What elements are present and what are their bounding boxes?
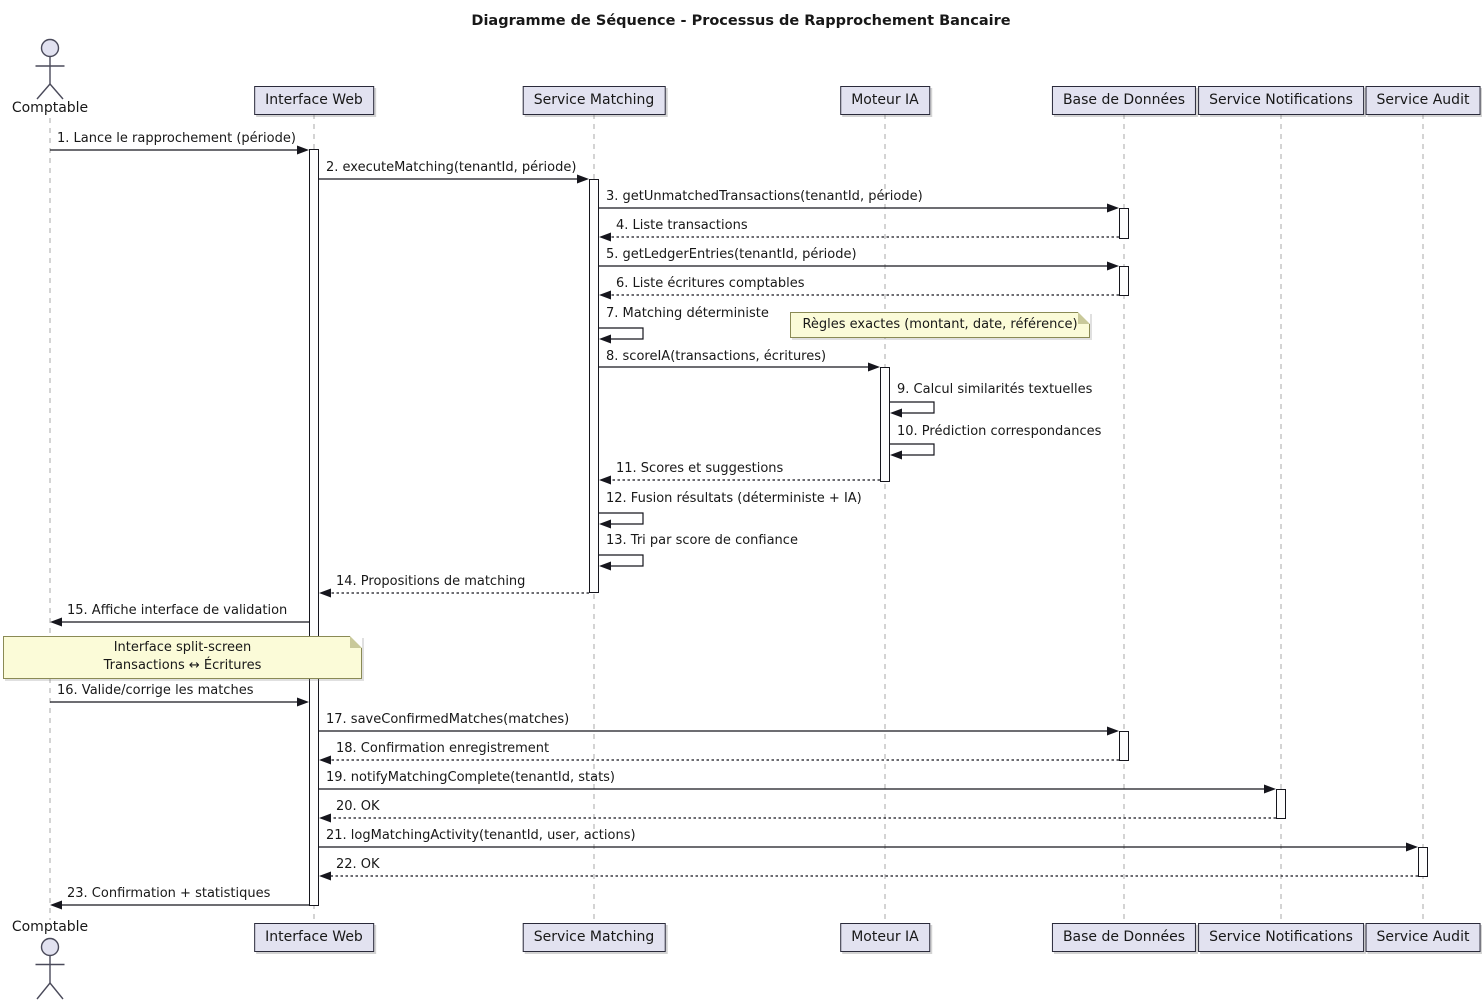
- lifelines: [50, 114, 1423, 923]
- message-14-arrow: [319, 589, 589, 598]
- message-6-arrow: [599, 291, 1119, 300]
- message-20-arrow: [319, 814, 1276, 823]
- message-9-label: 9. Calcul similarités textuelles: [897, 382, 1092, 397]
- message-16-arrow: [50, 698, 309, 707]
- message-5-arrow: [599, 262, 1119, 271]
- message-19-arrow: [319, 785, 1276, 794]
- message-22-arrow: [319, 872, 1418, 881]
- activation-notifications: [1277, 790, 1286, 819]
- message-11-arrow: [599, 476, 880, 485]
- activation-service-matching: [590, 180, 599, 593]
- message-18-arrow: [319, 756, 1119, 765]
- note-line: Règles exactes (montant, date, référence…: [799, 316, 1081, 333]
- activation-db-1: [1120, 209, 1129, 239]
- message-5-label: 5. getLedgerEntries(tenantId, période): [606, 247, 857, 262]
- message-7-label: 7. Matching déterministe: [606, 306, 769, 321]
- message-12-self-arrow: [599, 513, 643, 529]
- message-11-label: 11. Scores et suggestions: [616, 461, 783, 476]
- message-20-label: 20. OK: [336, 799, 380, 814]
- message-12-label: 12. Fusion résultats (déterministe + IA): [606, 491, 862, 506]
- message-23-label: 23. Confirmation + statistiques: [67, 886, 270, 901]
- participant-bottom-base-de-donnees: Base de Données: [1052, 923, 1196, 952]
- message-10-label: 10. Prédiction correspondances: [897, 424, 1101, 439]
- activation-interface-web: [310, 150, 319, 906]
- message-18-label: 18. Confirmation enregistrement: [336, 741, 549, 756]
- actor-figure-top: [36, 40, 65, 100]
- participant-top-moteur-ia: Moteur IA: [840, 86, 930, 115]
- activation-audit: [1419, 848, 1428, 877]
- message-7-self-arrow: [599, 328, 643, 344]
- note-interface-split-screen: Interface split-screen Transactions ↔ Éc…: [3, 636, 362, 679]
- participant-bottom-service-notifications: Service Notifications: [1198, 923, 1364, 952]
- activation-db-2: [1120, 267, 1129, 296]
- participant-top-base-de-donnees: Base de Données: [1052, 86, 1196, 115]
- message-1-label: 1. Lance le rapprochement (période): [57, 131, 296, 146]
- message-17-label: 17. saveConfirmedMatches(matches): [326, 712, 569, 727]
- message-15-label: 15. Affiche interface de validation: [67, 603, 287, 618]
- message-9-self-arrow: [890, 402, 934, 418]
- message-2-label: 2. executeMatching(tenantId, période): [326, 160, 576, 175]
- message-17-arrow: [319, 727, 1119, 736]
- message-21-label: 21. logMatchingActivity(tenantId, user, …: [326, 828, 636, 843]
- message-1-arrow: [50, 146, 309, 155]
- participant-top-service-matching: Service Matching: [523, 86, 666, 115]
- diagram-title: Diagramme de Séquence - Processus de Rap…: [0, 13, 1482, 29]
- message-13-label: 13. Tri par score de confiance: [606, 533, 798, 548]
- participant-top-interface-web: Interface Web: [254, 86, 374, 115]
- message-23-arrow: [50, 901, 309, 910]
- message-3-label: 3. getUnmatchedTransactions(tenantId, pé…: [606, 189, 923, 204]
- actor-figure-bottom: [36, 939, 65, 1000]
- message-15-arrow: [50, 618, 309, 627]
- message-3-arrow: [599, 204, 1119, 213]
- message-8-label: 8. scoreIA(transactions, écritures): [606, 349, 826, 364]
- message-22-label: 22. OK: [336, 857, 380, 872]
- message-21-arrow: [319, 843, 1418, 852]
- note-line: Interface split-screen: [13, 639, 352, 657]
- activation-bars: [310, 150, 1428, 906]
- message-6-label: 6. Liste écritures comptables: [616, 276, 805, 291]
- message-16-label: 16. Valide/corrige les matches: [57, 683, 253, 698]
- activation-moteur-ia: [881, 368, 890, 482]
- message-10-self-arrow: [890, 444, 934, 460]
- message-14-label: 14. Propositions de matching: [336, 574, 525, 589]
- participant-top-service-audit: Service Audit: [1366, 86, 1481, 115]
- participant-bottom-service-matching: Service Matching: [523, 923, 666, 952]
- message-2-arrow: [319, 175, 589, 184]
- participant-bottom-interface-web: Interface Web: [254, 923, 374, 952]
- participant-top-service-notifications: Service Notifications: [1198, 86, 1364, 115]
- note-regles-exactes: Règles exactes (montant, date, référence…: [790, 312, 1090, 338]
- actor-label-bottom: Comptable: [12, 919, 88, 935]
- message-4-label: 4. Liste transactions: [616, 218, 748, 233]
- message-4-arrow: [599, 233, 1119, 242]
- message-13-self-arrow: [599, 555, 643, 571]
- actor-label-top: Comptable: [12, 100, 88, 116]
- message-19-label: 19. notifyMatchingComplete(tenantId, sta…: [326, 770, 615, 785]
- participant-bottom-moteur-ia: Moteur IA: [840, 923, 930, 952]
- note-line: Transactions ↔ Écritures: [13, 657, 352, 675]
- activation-db-3: [1120, 732, 1129, 761]
- participant-bottom-service-audit: Service Audit: [1366, 923, 1481, 952]
